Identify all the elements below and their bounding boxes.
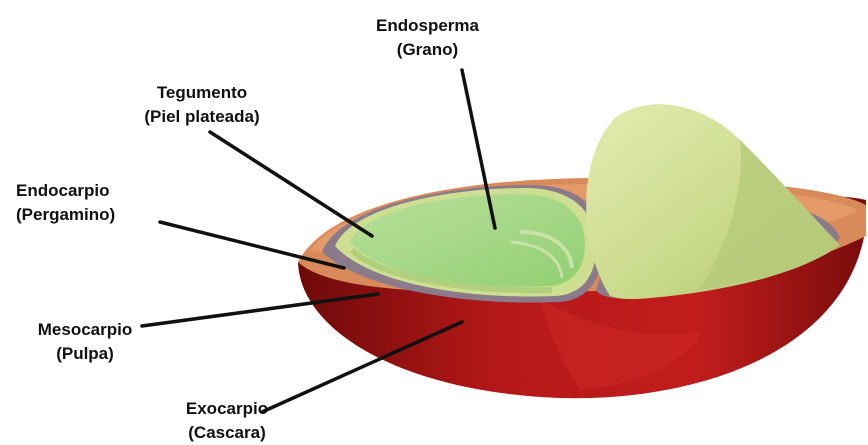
label-tegumento-name: Tegumento — [112, 81, 292, 105]
label-endosperma: Endosperma (Grano) — [355, 14, 500, 62]
leader-line-tegumento — [210, 132, 372, 236]
label-endocarpio: Endocarpio (Pergamino) — [16, 179, 176, 227]
label-tegumento: Tegumento (Piel plateada) — [112, 81, 292, 129]
label-endosperma-detail: (Grano) — [355, 38, 500, 62]
label-endosperma-name: Endosperma — [355, 14, 500, 38]
label-mesocarpio: Mesocarpio (Pulpa) — [20, 318, 150, 366]
label-exocarpio-name: Exocarpio — [162, 397, 292, 421]
label-mesocarpio-name: Mesocarpio — [20, 318, 150, 342]
label-endocarpio-detail: (Pergamino) — [16, 203, 176, 227]
label-exocarpio: Exocarpio (Cascara) — [162, 397, 292, 445]
label-mesocarpio-detail: (Pulpa) — [20, 342, 150, 366]
label-exocarpio-detail: (Cascara) — [162, 421, 292, 445]
label-tegumento-detail: (Piel plateada) — [112, 105, 292, 129]
label-endocarpio-name: Endocarpio — [16, 179, 176, 203]
